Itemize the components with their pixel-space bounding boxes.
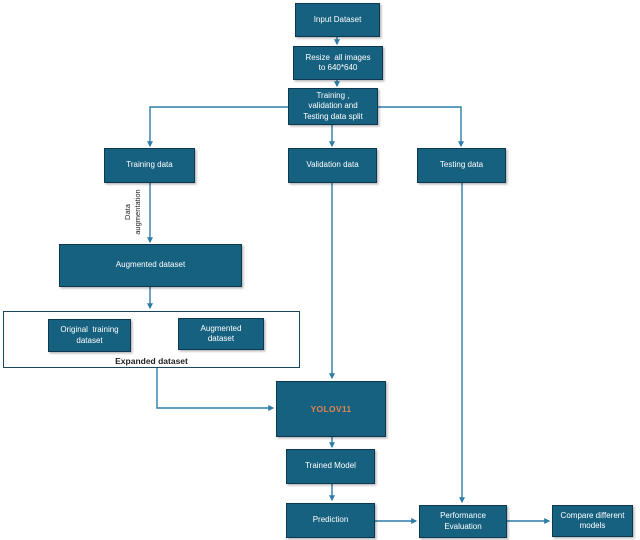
label-expanded-dataset: Expanded dataset xyxy=(115,356,188,366)
node-training-data: Training data xyxy=(104,148,195,183)
node-resize-images: Resize all images to 640*640 xyxy=(293,46,383,80)
edge-expanded-to-yolo xyxy=(156,368,275,411)
node-validation-data: Validation data xyxy=(288,148,377,183)
edge-label-data-augmentation: Data augmentation xyxy=(123,189,142,235)
node-yolov11: YOLOV11 xyxy=(276,381,386,437)
node-input-dataset: Input Dataset xyxy=(295,3,380,37)
node-prediction: Prediction xyxy=(286,503,375,538)
edge-split-to-testing xyxy=(378,106,464,148)
node-data-split: Training , validation and Testing data s… xyxy=(288,88,378,125)
group-expanded-dataset: Original training dataset Augmented data… xyxy=(3,311,300,368)
edge-split-to-training xyxy=(147,106,288,148)
node-compare-models: Compare different models xyxy=(552,505,633,537)
node-augmented-dataset-inner: Augmented dataset xyxy=(178,318,264,350)
node-original-training-dataset: Original training dataset xyxy=(48,319,131,352)
node-trained-model: Trained Model xyxy=(286,449,375,484)
node-performance-evaluation: Performance Evaluation xyxy=(419,505,507,538)
node-testing-data: Testing data xyxy=(417,148,506,183)
node-augmented-dataset: Augmented dataset xyxy=(59,244,242,287)
